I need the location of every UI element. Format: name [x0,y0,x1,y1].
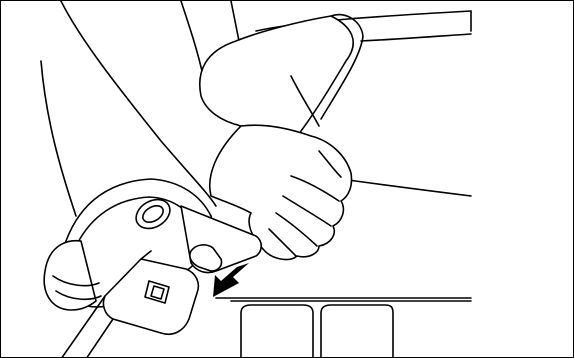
arm-icon [200,15,363,146]
seat-cushion-icon [216,298,471,358]
seat-slot-left [241,305,313,358]
seat-slot-right [321,305,393,358]
